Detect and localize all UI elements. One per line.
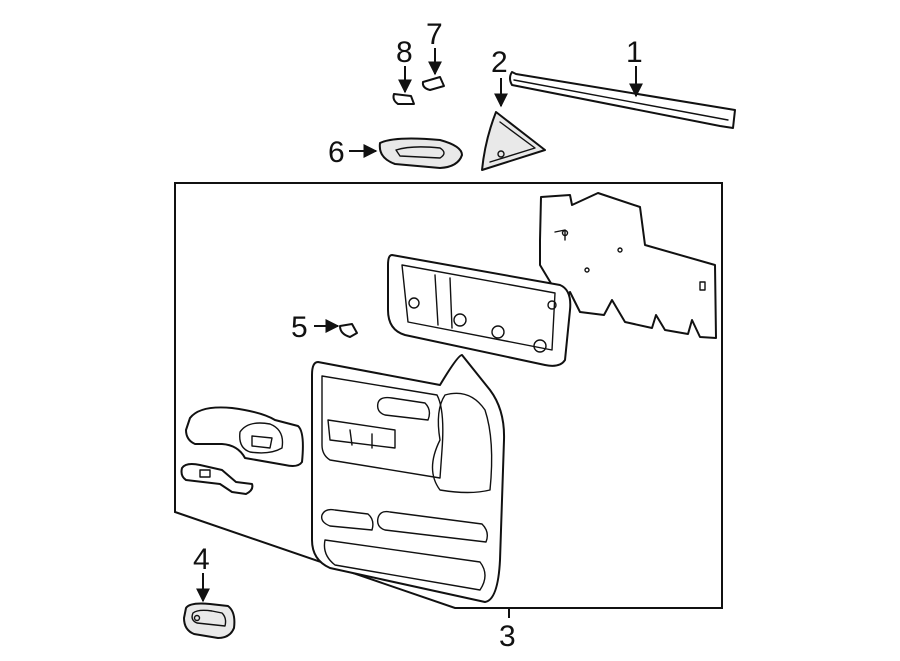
part-4-handle-bezel bbox=[183, 602, 236, 639]
part-7-clip bbox=[421, 76, 445, 91]
callout-1: 1 bbox=[626, 36, 643, 69]
callout-4: 4 bbox=[193, 543, 210, 576]
switch-bracket bbox=[180, 463, 254, 495]
callout-5: 5 bbox=[291, 311, 308, 344]
callout-7: 7 bbox=[426, 18, 443, 51]
part-3-door-trim-panel bbox=[311, 354, 506, 603]
part-2-sail-cover bbox=[481, 111, 546, 171]
part-1-weatherstrip bbox=[509, 71, 736, 129]
callout-6: 6 bbox=[328, 136, 345, 169]
callout-3: 3 bbox=[499, 620, 516, 653]
callout-2: 2 bbox=[491, 46, 508, 79]
part-5-retainer bbox=[339, 323, 358, 338]
callout-8: 8 bbox=[396, 36, 413, 69]
assembly-frame bbox=[174, 182, 723, 609]
part-6-switch-bezel bbox=[378, 137, 463, 169]
part-8-clip bbox=[392, 93, 415, 105]
armrest-pull-cup bbox=[185, 406, 304, 467]
upper-trim-insert bbox=[387, 254, 572, 367]
